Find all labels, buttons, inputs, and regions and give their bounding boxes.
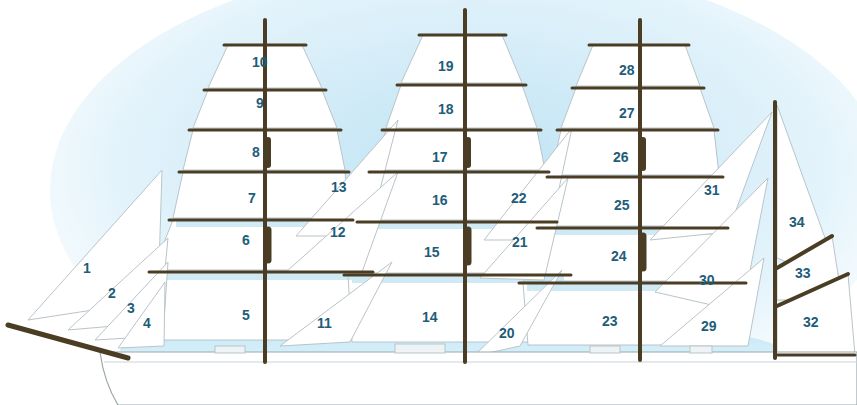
callout-number: 28 (619, 62, 635, 78)
callout-number: 20 (499, 325, 515, 341)
callout-number: 25 (614, 197, 630, 213)
callout-number: 2 (108, 285, 116, 301)
callout-number: 1 (83, 260, 91, 276)
callout-number: 22 (511, 190, 527, 206)
callout-number: 10 (252, 54, 268, 70)
callout-number: 26 (613, 149, 629, 165)
callout-number: 5 (242, 307, 250, 323)
callout-number: 17 (432, 149, 448, 165)
callout-number: 24 (611, 248, 627, 264)
callout-number: 32 (803, 314, 819, 330)
callout-number: 13 (331, 179, 347, 195)
callout-number: 14 (422, 309, 438, 325)
callout-number: 29 (701, 318, 717, 334)
callout-number: 27 (619, 105, 635, 121)
callout-number: 11 (317, 315, 332, 331)
callout-number: 30 (699, 272, 715, 288)
callout-number: 19 (438, 58, 454, 74)
callout-number: 6 (242, 232, 250, 248)
callout-number: 3 (127, 300, 135, 316)
callout-number: 9 (256, 95, 264, 111)
callout-number: 21 (512, 234, 528, 250)
callout-number: 23 (602, 313, 618, 329)
callout-number: 18 (438, 101, 454, 117)
callout-number: 33 (795, 265, 811, 281)
callout-number: 7 (248, 190, 256, 206)
callout-number: 4 (143, 315, 151, 331)
callout-number: 15 (424, 244, 440, 260)
callout-number: 12 (330, 224, 346, 240)
callout-number: 34 (789, 214, 805, 230)
callout-number: 8 (252, 144, 260, 160)
callout-number: 16 (432, 192, 448, 208)
callout-number: 31 (704, 182, 720, 198)
